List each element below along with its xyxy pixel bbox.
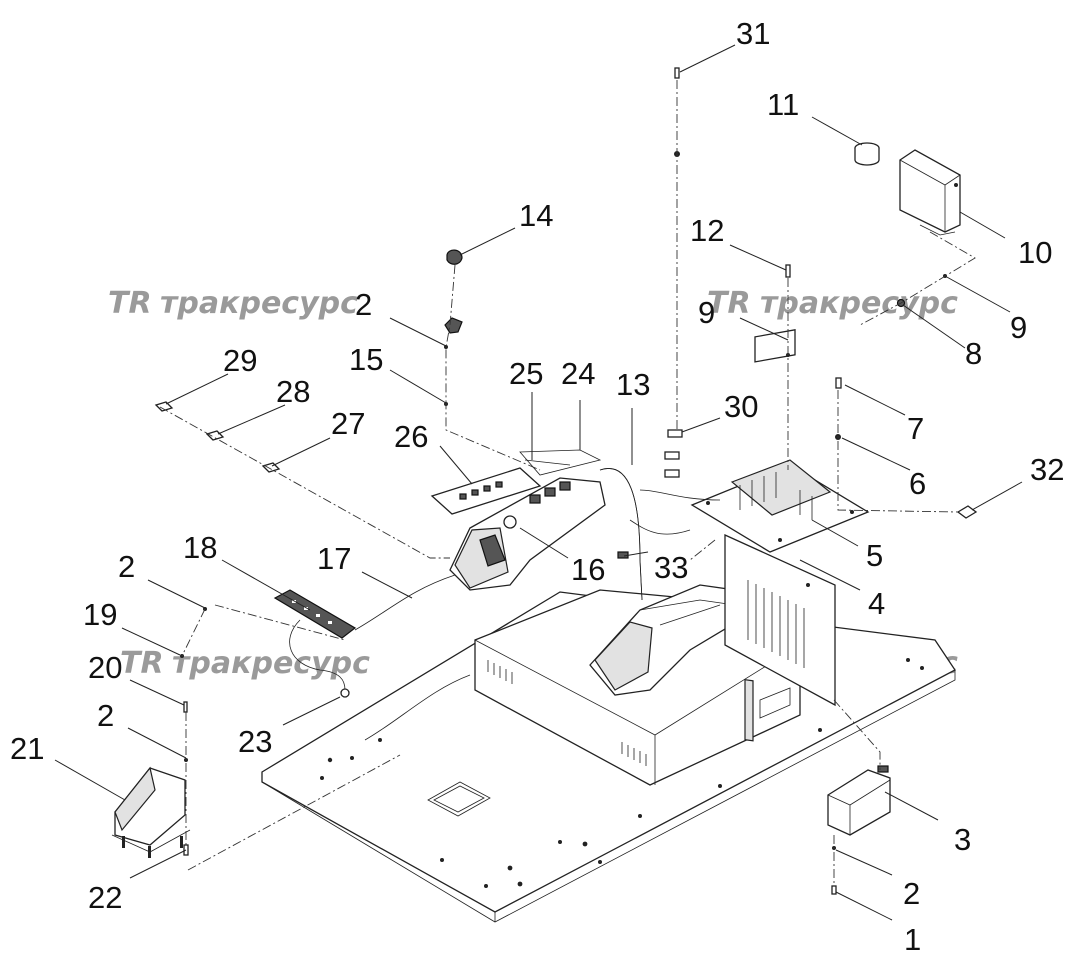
callout-10: 10 — [1018, 235, 1052, 270]
callout-28: 28 — [276, 374, 310, 409]
watermark-top-right: TR тракресурс — [707, 286, 958, 321]
callout-12: 12 — [690, 213, 724, 248]
knob-11 — [854, 142, 880, 166]
wiring-harness-13 — [599, 468, 721, 601]
callout-20: 20 — [88, 650, 122, 685]
callout-21: 21 — [10, 731, 44, 766]
callout-32: 32 — [1030, 452, 1064, 487]
callout-9-right: 9 — [1010, 310, 1027, 345]
watermark-text: тракресурс — [160, 286, 358, 321]
callout-22: 22 — [88, 880, 122, 915]
callout-18: 18 — [183, 530, 217, 565]
callout-16: 16 — [571, 552, 605, 587]
cover-10 — [899, 149, 961, 236]
callout-24: 24 — [561, 356, 595, 391]
watermark-top-left: TR тракресурс — [108, 286, 358, 321]
callout-29: 29 — [223, 343, 257, 378]
callout-17: 17 — [317, 541, 351, 576]
switch-panel-26 — [430, 467, 542, 515]
callout-19: 19 — [83, 597, 117, 632]
callout-9-center: 9 — [698, 295, 715, 330]
callout-5: 5 — [866, 538, 883, 573]
callout-2-top: 2 — [355, 287, 372, 322]
callout-6: 6 — [909, 466, 926, 501]
relay-module-3 — [827, 765, 891, 836]
watermark-text: тракресурс — [760, 286, 958, 321]
callout-7: 7 — [907, 411, 924, 446]
callout-14: 14 — [519, 198, 553, 233]
callout-30: 30 — [724, 389, 758, 424]
callout-33: 33 — [654, 550, 688, 585]
callout-26: 26 — [394, 419, 428, 454]
callout-4: 4 — [868, 586, 885, 621]
callout-8: 8 — [965, 336, 982, 371]
callout-15: 15 — [349, 342, 383, 377]
watermark-text: тракресурс — [172, 646, 370, 681]
assembly-lines — [159, 80, 976, 886]
watermark-logo: TR — [108, 286, 152, 321]
callout-labels: 31 11 14 12 10 2 9 9 8 15 29 25 24 13 28… — [10, 16, 1064, 957]
callout-25: 25 — [509, 356, 543, 391]
callout-31: 31 — [736, 16, 770, 51]
callout-27: 27 — [331, 406, 365, 441]
callout-3: 3 — [954, 822, 971, 857]
leader-lines — [54, 44, 1023, 921]
callout-1: 1 — [904, 922, 921, 957]
callout-2-left: 2 — [118, 549, 135, 584]
left-armrest-console — [449, 449, 606, 591]
relay-mount-plate — [690, 329, 870, 553]
callout-2-bottom: 2 — [903, 876, 920, 911]
callout-13: 13 — [616, 367, 650, 402]
callout-2-pedal: 2 — [97, 698, 114, 733]
foot-pedal-21 — [111, 766, 191, 858]
callout-23: 23 — [238, 724, 272, 759]
watermark-logo: TR — [707, 286, 751, 321]
finned-bracket — [724, 533, 836, 742]
watermark-bottom-left: TR тракресурс — [120, 646, 370, 681]
callout-11: 11 — [767, 87, 799, 122]
watermark-logo: TR — [120, 646, 164, 681]
